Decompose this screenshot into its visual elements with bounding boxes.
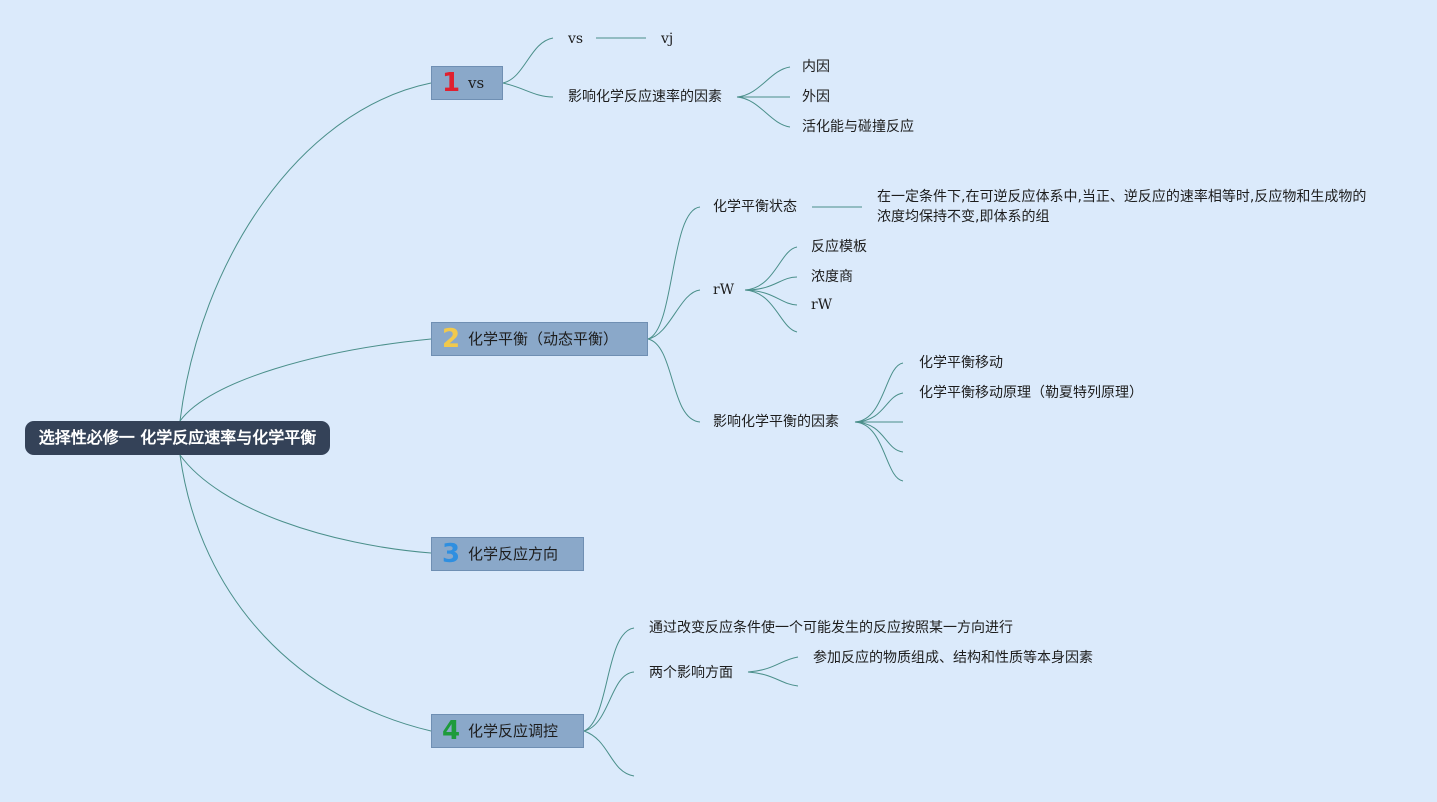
topic-1[interactable]: 1 vs bbox=[431, 66, 503, 100]
node-vs[interactable]: vs bbox=[568, 31, 584, 47]
root-topic[interactable]: 选择性必修一 化学反应速率与化学平衡 bbox=[25, 421, 330, 455]
topic-2[interactable]: 2 化学平衡（动态平衡） bbox=[431, 322, 648, 356]
node-internal-factor[interactable]: 内因 bbox=[802, 59, 830, 75]
node-external-factor[interactable]: 外因 bbox=[802, 89, 830, 105]
node-equilibrium-state[interactable]: 化学平衡状态 bbox=[713, 199, 797, 215]
node-le-chatelier[interactable]: 化学平衡移动原理（勒夏特列原理） bbox=[919, 385, 1143, 401]
node-rw[interactable]: rW bbox=[713, 282, 735, 298]
topic-4[interactable]: 4 化学反应调控 bbox=[431, 714, 584, 748]
topic-2-label: 化学平衡（动态平衡） bbox=[468, 330, 619, 348]
root-title: 选择性必修一 化学反应速率与化学平衡 bbox=[38, 428, 317, 447]
topic-3[interactable]: 3 化学反应方向 bbox=[431, 537, 584, 571]
node-equilibrium-definition[interactable]: 在一定条件下,在可逆反应体系中,当正、逆反应的速率相等时,反应物和生成物的浓度均… bbox=[877, 189, 1367, 225]
node-concentration-quotient[interactable]: 浓度商 bbox=[811, 269, 853, 285]
node-activation-energy[interactable]: 活化能与碰撞反应 bbox=[802, 119, 914, 135]
node-vj[interactable]: vj bbox=[661, 31, 674, 47]
topic-1-label: vs bbox=[468, 74, 485, 92]
node-intrinsic-factors[interactable]: 参加反应的物质组成、结构和性质等本身因素 bbox=[813, 650, 1093, 666]
node-control-definition[interactable]: 通过改变反应条件使一个可能发生的反应按照某一方向进行 bbox=[649, 620, 1013, 636]
node-rw-child[interactable]: rW bbox=[811, 297, 833, 313]
number-1-icon: 1 bbox=[441, 68, 461, 98]
number-4-icon: 4 bbox=[441, 716, 461, 746]
node-equilibrium-factors[interactable]: 影响化学平衡的因素 bbox=[713, 414, 839, 430]
node-two-aspects[interactable]: 两个影响方面 bbox=[649, 665, 733, 681]
node-reaction-template[interactable]: 反应模板 bbox=[811, 239, 867, 255]
number-2-icon: 2 bbox=[441, 324, 461, 354]
topic-3-label: 化学反应方向 bbox=[468, 545, 559, 563]
number-3-icon: 3 bbox=[441, 539, 461, 569]
topic-4-label: 化学反应调控 bbox=[468, 722, 559, 740]
node-equilibrium-shift[interactable]: 化学平衡移动 bbox=[919, 355, 1003, 371]
node-rate-factors[interactable]: 影响化学反应速率的因素 bbox=[568, 89, 722, 105]
